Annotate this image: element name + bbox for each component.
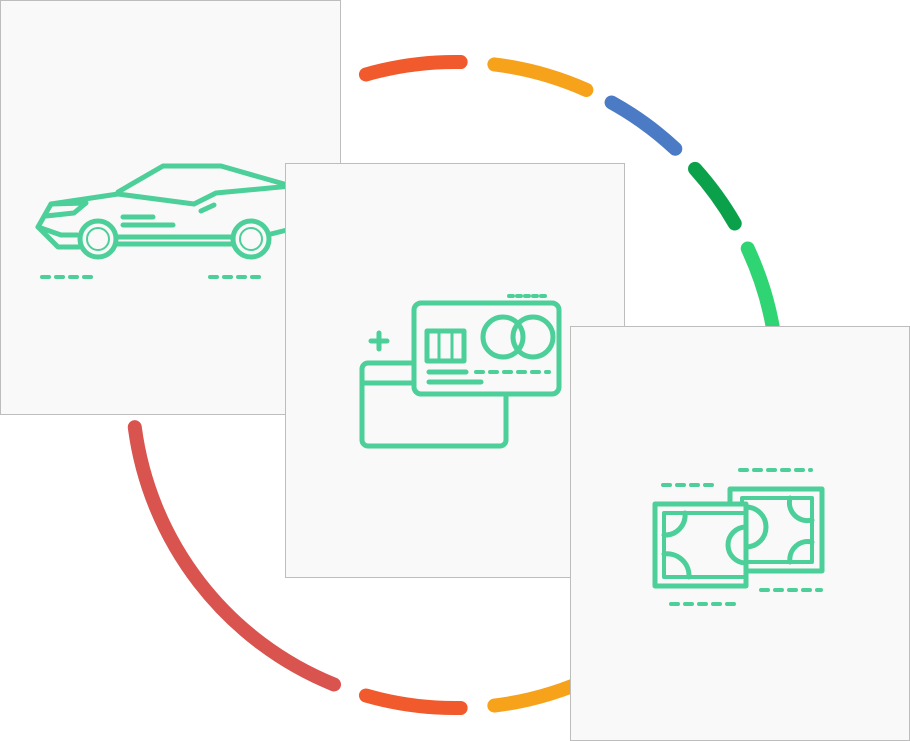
card-credit-cards — [285, 163, 625, 578]
ring-segment — [487, 57, 594, 97]
card-cash — [570, 326, 910, 741]
cash-bills-icon — [652, 468, 825, 606]
ring-segment — [688, 161, 742, 231]
ring-segment — [358, 688, 468, 715]
credit-cards-icon — [359, 294, 562, 449]
car-icon — [35, 163, 294, 279]
ring-segment — [358, 55, 468, 82]
ring-segment — [604, 95, 683, 156]
card-car — [0, 0, 341, 415]
ring-segment — [127, 420, 342, 692]
